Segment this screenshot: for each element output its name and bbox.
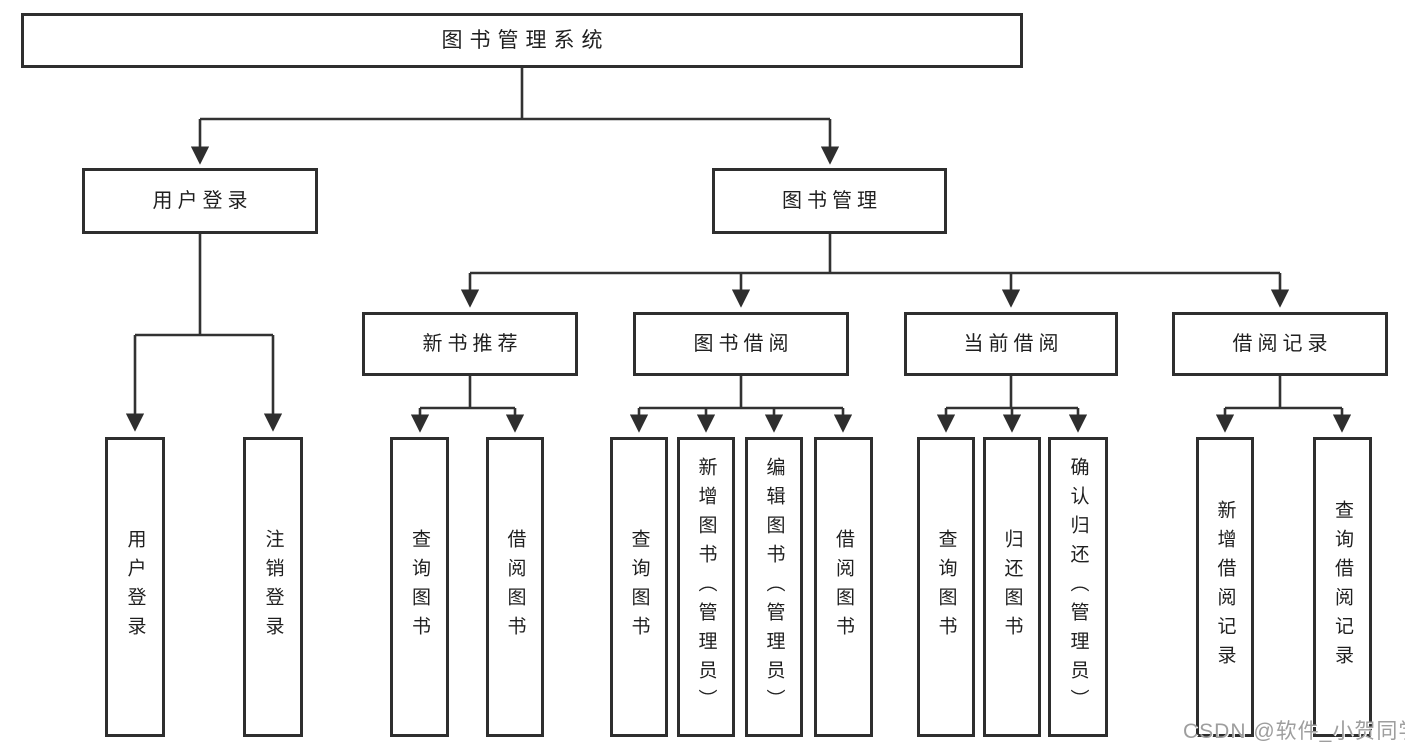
node-root-book-management-system: 图书管理系统: [21, 13, 1023, 68]
node-label: 确认归还（管理员）: [1067, 456, 1089, 718]
node-label: 当前借阅: [963, 333, 1064, 355]
leaf-borrow-books-recommendation: 借阅图书: [486, 437, 544, 737]
node-label: 借阅图书: [833, 529, 854, 645]
node-label: 图书管理系统: [441, 28, 610, 52]
node-label: 图书管理: [782, 190, 882, 212]
leaf-query-books-current: 查询图书: [917, 437, 975, 737]
node-current-borrowing: 当前借阅: [904, 312, 1118, 376]
leaf-logout: 注销登录: [243, 437, 303, 737]
node-label: 注销登录: [262, 529, 284, 645]
node-borrowing-records: 借阅记录: [1172, 312, 1388, 376]
node-label: 借阅图书: [504, 529, 526, 645]
node-label: 用户登录: [152, 190, 253, 212]
node-new-book-recommendation: 新书推荐: [362, 312, 578, 376]
leaf-add-borrow-record: 新增借阅记录: [1196, 437, 1254, 737]
node-user-login: 用户登录: [82, 168, 318, 234]
leaf-return-books: 归还图书: [983, 437, 1041, 737]
node-label: 查询借阅记录: [1332, 500, 1353, 674]
leaf-query-books-recommendation: 查询图书: [390, 437, 449, 737]
node-book-management: 图书管理: [712, 168, 947, 234]
watermark: CSDN @软件_小贺同学: [1183, 720, 1405, 743]
node-label: 新增图书（管理员）: [695, 456, 717, 718]
node-label: 编辑图书（管理员）: [763, 456, 785, 718]
leaf-user-login: 用户登录: [105, 437, 165, 737]
node-label: 查询图书: [628, 529, 650, 645]
node-label: 查询图书: [935, 529, 957, 645]
node-label: 用户登录: [124, 529, 146, 645]
leaf-borrow-books-borrowing: 借阅图书: [814, 437, 873, 737]
node-label: 归还图书: [1001, 529, 1023, 645]
node-label: 查询图书: [409, 529, 430, 645]
leaf-confirm-return-admin: 确认归还（管理员）: [1048, 437, 1108, 737]
node-book-borrowing: 图书借阅: [633, 312, 849, 376]
node-label: 图书借阅: [693, 333, 794, 355]
leaf-add-books-admin: 新增图书（管理员）: [677, 437, 735, 737]
leaf-query-books-borrowing: 查询图书: [610, 437, 668, 737]
leaf-edit-books-admin: 编辑图书（管理员）: [745, 437, 803, 737]
node-label: 借阅记录: [1232, 333, 1333, 355]
node-label: 新增借阅记录: [1214, 500, 1236, 674]
node-label: 新书推荐: [422, 333, 523, 355]
leaf-query-borrow-record: 查询借阅记录: [1313, 437, 1372, 737]
